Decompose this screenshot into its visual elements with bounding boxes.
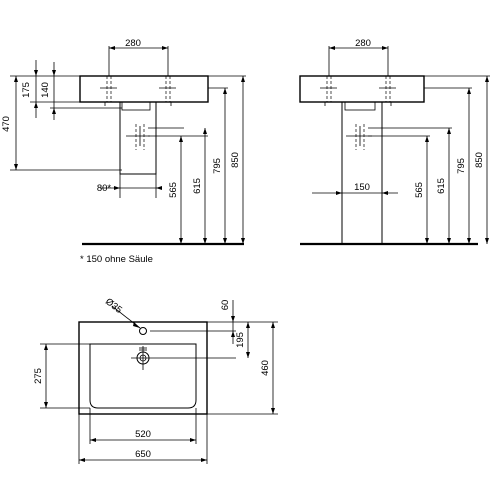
left-half-pedestal	[119, 101, 157, 175]
right-dim-565: 565	[414, 182, 425, 198]
left-dim-565: 565	[168, 182, 179, 198]
left-basin-outline	[79, 75, 209, 103]
plan-basin-outline	[78, 321, 208, 415]
right-dim-150: 150	[354, 182, 370, 193]
plan-inner-bowl	[89, 343, 197, 409]
plan-dim-60: 60	[220, 300, 231, 311]
plan-view: Ø35 60 195 460 275 520	[33, 296, 278, 464]
plan-dim-460: 460	[260, 360, 271, 376]
left-dim-795: 795	[212, 158, 223, 174]
right-dim-850: 850	[474, 152, 485, 168]
left-dim-615: 615	[192, 178, 203, 194]
right-elevation-view: 280 150 565 615 795 850	[299, 38, 490, 246]
left-dim-80: 80*	[97, 183, 112, 194]
left-dim-850: 850	[230, 152, 241, 168]
right-dim-615: 615	[436, 178, 447, 194]
right-full-pedestal	[341, 101, 383, 245]
plan-dim-195: 195	[235, 332, 246, 348]
left-dim-470: 470	[1, 116, 12, 132]
footnote-text: * 150 ohne Säule	[80, 254, 153, 265]
left-elevation-view: 280 175 140 470 80*	[1, 38, 246, 246]
left-dim-280: 280	[125, 38, 141, 49]
left-dim-140: 140	[40, 82, 51, 98]
plan-dim-520: 520	[135, 429, 151, 440]
right-dim-280: 280	[355, 38, 371, 49]
left-dim-175: 175	[21, 82, 32, 98]
right-dim-795: 795	[456, 158, 467, 174]
plan-dim-650: 650	[135, 449, 151, 460]
right-basin-outline	[299, 75, 425, 103]
plan-tap-hole	[139, 327, 147, 335]
plan-dim-275: 275	[33, 368, 44, 384]
